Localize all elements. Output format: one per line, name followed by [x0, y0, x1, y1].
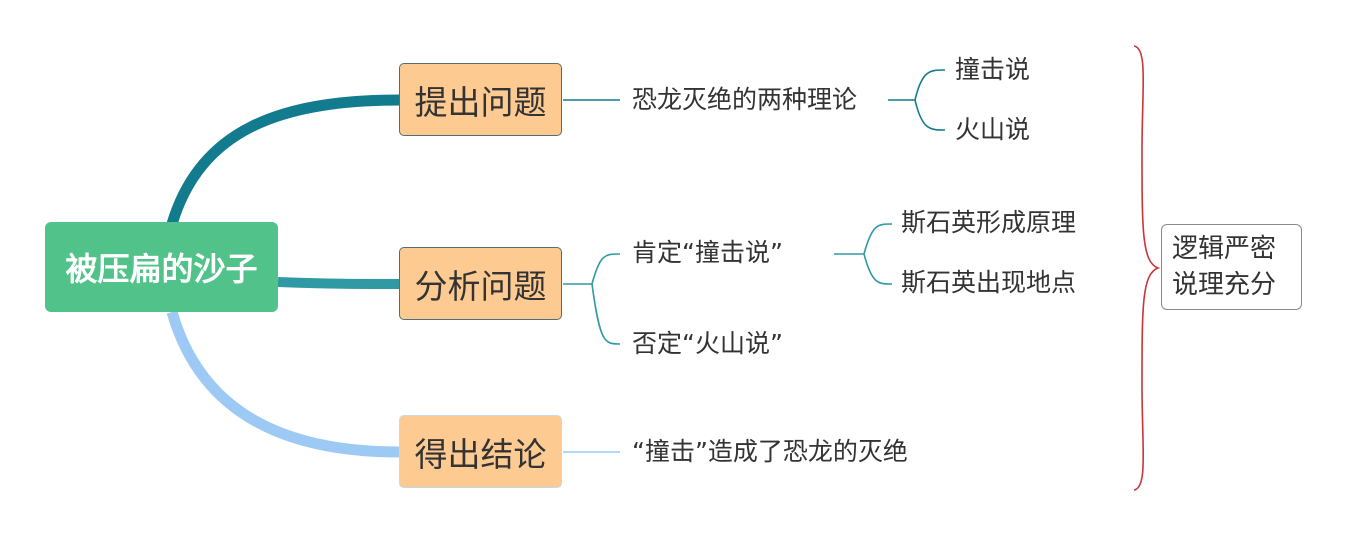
subtopic-impact-caused-extinction[interactable]: “撞击”造成了恐龙的灭绝 [632, 437, 908, 466]
subtopic-two-theories[interactable]: 恐龙灭绝的两种理论 [632, 85, 858, 114]
leaf-volcano-theory[interactable]: 火山说 [955, 115, 1031, 144]
summary-box[interactable]: 逻辑严密 说理充分 [1161, 224, 1302, 310]
subtopic-affirm-impact[interactable]: 肯定“撞击说” [632, 238, 783, 267]
summary-brace [1133, 45, 1161, 491]
connector-t1-children [888, 69, 946, 131]
summary-line-2: 说理充分 [1172, 270, 1277, 300]
connector-t2-children [834, 223, 893, 285]
topic-analyze-question[interactable]: 分析问题 [399, 247, 562, 320]
leaf-stishovite-location[interactable]: 斯石英出现地点 [901, 268, 1077, 297]
summary-line-1: 逻辑严密 [1172, 234, 1277, 264]
leaf-impact-theory[interactable]: 撞击说 [955, 55, 1031, 84]
topic-raise-question[interactable]: 提出问题 [399, 63, 562, 136]
leaf-stishovite-formation[interactable]: 斯石英形成原理 [901, 208, 1077, 237]
root-topic[interactable]: 被压扁的沙子 [45, 222, 278, 312]
topic-conclusion[interactable]: 得出结论 [399, 415, 562, 488]
branch-topic-3 [166, 310, 400, 458]
branch-topic-1 [166, 94, 400, 226]
connector-t2-subs [563, 253, 621, 345]
branch-topic-2 [277, 277, 400, 289]
subtopic-negate-volcano[interactable]: 否定“火山说” [632, 329, 783, 358]
